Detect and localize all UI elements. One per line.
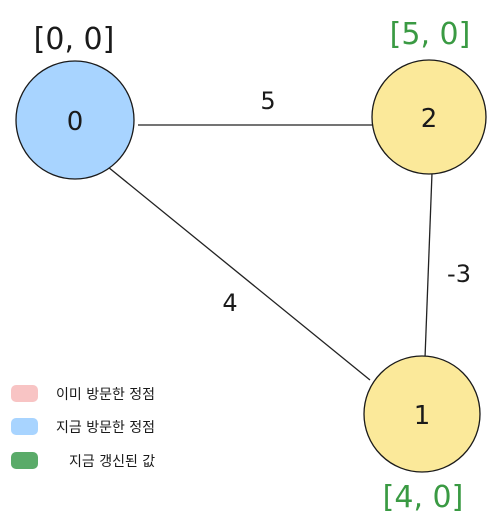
edge-weight-2-1: -3	[447, 260, 471, 288]
legend-swatch-visited	[11, 385, 38, 402]
node-2-distance: [5, 0]	[390, 17, 471, 52]
node-2-label: 2	[421, 104, 438, 134]
node-0-label: 0	[67, 107, 84, 137]
edge-weight-0-2: 5	[260, 87, 275, 115]
legend-label-visited: 이미 방문한 정점	[56, 387, 155, 403]
legend: 이미 방문한 정점 지금 방문한 정점 지금 갱신된 값	[11, 385, 155, 470]
legend-label-current: 지금 방문한 정점	[56, 420, 155, 436]
node-0	[15, 60, 135, 180]
node-1-distance: [4, 0]	[383, 480, 464, 515]
edge-0-1	[107, 166, 371, 381]
node-1	[363, 355, 481, 473]
legend-swatch-updated	[11, 452, 38, 469]
node-1-label: 1	[414, 401, 431, 431]
edge-2-1	[424, 172, 433, 359]
node-0-distance: [0, 0]	[34, 22, 115, 57]
node-2	[371, 59, 487, 175]
edge-weight-0-1: 4	[222, 289, 237, 317]
legend-swatch-current	[11, 418, 38, 435]
legend-label-updated: 지금 갱신된 값	[69, 454, 155, 470]
